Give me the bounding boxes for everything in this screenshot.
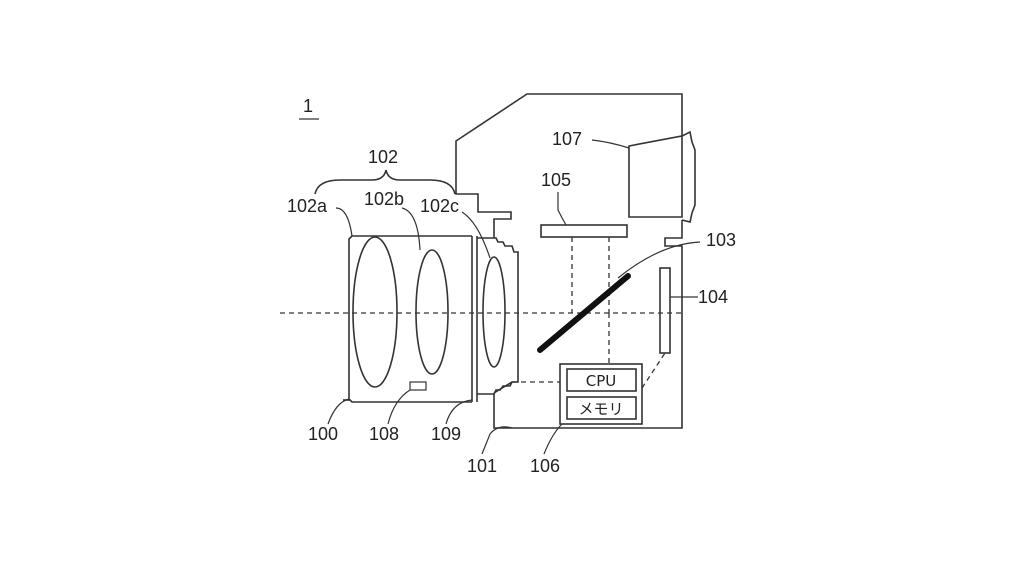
viewfinder-107 bbox=[628, 135, 683, 218]
lens-102a bbox=[352, 236, 398, 388]
leader-105 bbox=[557, 192, 567, 226]
label-108: 108 bbox=[369, 424, 399, 444]
label-109: 109 bbox=[431, 424, 461, 444]
lens-barrel bbox=[348, 235, 472, 403]
figure-number: 1 bbox=[303, 96, 313, 116]
leader-103 bbox=[617, 241, 701, 279]
lens-part-108 bbox=[409, 381, 427, 391]
leader-106 bbox=[543, 423, 563, 455]
leader-102b bbox=[401, 207, 421, 251]
label-107: 107 bbox=[552, 129, 582, 149]
lens-group-brace bbox=[314, 169, 456, 195]
lens-102b bbox=[415, 249, 449, 375]
cpu-box bbox=[566, 368, 637, 392]
leader-102a bbox=[335, 207, 353, 237]
leader-101 bbox=[481, 426, 513, 455]
label-100: 100 bbox=[308, 424, 338, 444]
label-102b: 102b bbox=[364, 189, 404, 209]
label-101: 101 bbox=[467, 456, 497, 476]
lens-102c bbox=[482, 256, 506, 368]
label-106: 106 bbox=[530, 456, 560, 476]
label-103: 103 bbox=[706, 230, 736, 250]
label-102: 102 bbox=[368, 147, 398, 167]
leader-107 bbox=[591, 139, 630, 149]
camera-body-outline bbox=[455, 93, 683, 429]
viewfinder-eyepiece bbox=[681, 130, 696, 223]
control-unit-106 bbox=[559, 363, 643, 425]
label-102c: 102c bbox=[420, 196, 459, 216]
label-105: 105 bbox=[541, 170, 571, 190]
label-102a: 102a bbox=[287, 196, 328, 216]
leader-100 bbox=[327, 398, 350, 425]
mirror-103 bbox=[537, 273, 631, 353]
cpu-label: CPU bbox=[586, 372, 617, 390]
signal-to-sensor bbox=[641, 352, 666, 389]
leader-109 bbox=[445, 399, 473, 425]
leader-102c bbox=[461, 211, 491, 259]
image-sensor-104 bbox=[659, 267, 671, 354]
focusing-screen-105 bbox=[540, 224, 628, 238]
memory-label: メモリ bbox=[578, 400, 623, 418]
memory-box bbox=[566, 396, 637, 420]
leader-108 bbox=[387, 389, 411, 425]
label-104: 104 bbox=[698, 287, 728, 307]
body-bottom-step bbox=[493, 381, 513, 394]
